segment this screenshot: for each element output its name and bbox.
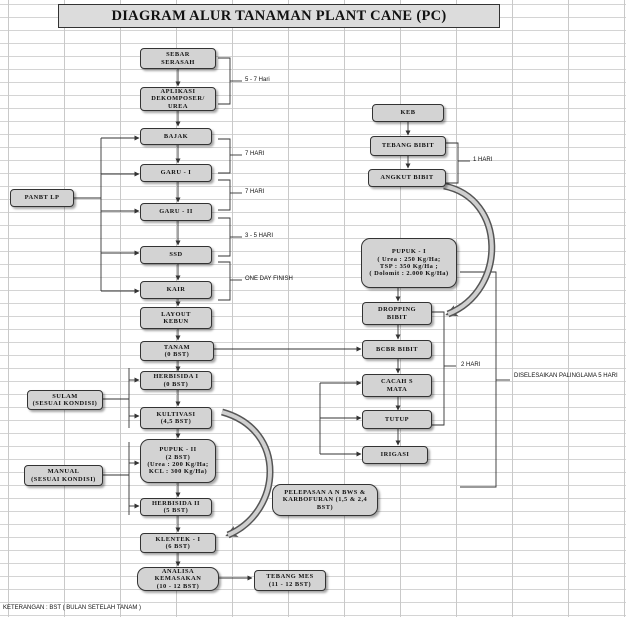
text-line: BIBIT — [386, 313, 408, 321]
text-line: TANAM — [163, 343, 191, 351]
text-line: KEB — [400, 109, 416, 117]
node-irigasi: IRIGASI — [362, 446, 428, 464]
text-line: KARBOFURAN (1,5 & 2,4 — [282, 496, 368, 504]
note-diselesaikan: DISELESAIKAN PALINGLAMA 5 HARI — [514, 373, 618, 380]
text-line: (0 BST) — [164, 351, 190, 358]
diagram-title: DIAGRAM ALUR TANAMAN PLANT CANE (PC) — [58, 4, 500, 28]
node-keb: KEB — [372, 104, 444, 122]
text-line: GARU - II — [159, 208, 193, 216]
text-line: (Urea : 200 Kg/Ha; — [147, 461, 209, 468]
node-angkut-bibit: ANGKUT BIBIT — [368, 169, 446, 187]
text-line: TEBANG BIBIT — [381, 142, 435, 150]
node-klentek-1: KLENTEK - I(6 BST) — [140, 533, 216, 553]
note-5-7-hari: 5 - 7 Hari — [245, 77, 270, 83]
text-line: TUTUP — [384, 415, 410, 423]
text-line: KLENTEK - I — [155, 535, 201, 543]
text-line: KCL : 300 Kg/Ha) — [148, 468, 208, 476]
text-line: ANALISA — [161, 567, 195, 575]
node-kair: KAIR — [140, 281, 212, 299]
text-line: PUPUK - I — [391, 248, 427, 256]
text-line: LAMA 5 HARI — [580, 373, 618, 379]
text-line: (0 BST) — [163, 380, 189, 388]
text-line: (5 BST) — [163, 507, 189, 514]
text-line: CACAH S — [380, 378, 414, 386]
text-line: DROPPING — [377, 306, 417, 314]
text-line: PELEPASAN A N BWS & — [284, 488, 366, 496]
node-herbisida-1: HERBISIDA I(0 BST) — [140, 371, 212, 390]
text-line: (4,5 BST) — [160, 418, 192, 425]
node-garu-2: GARU - II — [140, 203, 212, 221]
note-7-hari-b: 7 HARI — [245, 189, 265, 195]
text-line: GARU - I — [160, 169, 192, 177]
text-line: KAIR — [166, 286, 186, 294]
node-bajak: BAJAK — [140, 128, 212, 145]
text-line: DEKOMPOSER/ — [151, 95, 205, 103]
text-line: SSD — [169, 251, 183, 259]
text-line: MANUAL — [47, 468, 80, 476]
text-line: BCBR BIBIT — [375, 345, 419, 353]
text-line: ANGKUT BIBIT — [380, 174, 434, 182]
curved-arrow-kultivasi — [221, 408, 274, 539]
node-tebang-mes: TEBANG MES(11 - 12 BST) — [254, 570, 326, 591]
node-manual: MANUAL(SESUAI KONDISI) — [24, 465, 103, 486]
note-one-day-finish: ONE DAY FINISH — [245, 276, 293, 282]
text-line: ( Dolomit : 2.000 Kg/Ha) — [369, 270, 449, 278]
node-kultivasi: KULTIVASI(4,5 BST) — [140, 407, 212, 429]
text-line: (SESUAI KONDISI) — [32, 400, 98, 407]
text-line: SEBAR — [166, 51, 190, 59]
node-pupuk-1: PUPUK - I( Urea : 250 Kg/Ha;TSP : 350 Kg… — [361, 238, 457, 288]
text-line: IRIGASI — [380, 451, 410, 459]
text-line: HERBISIDA I — [153, 373, 199, 381]
text-line: SULAM — [52, 392, 78, 400]
note-2-hari: 2 HARI — [461, 362, 481, 368]
node-garu-1: GARU - I — [140, 164, 212, 182]
text-line: (2 BST) — [165, 453, 191, 461]
text-line: TEBANG MES — [266, 573, 314, 581]
text-line: (6 BST) — [165, 543, 191, 550]
text-line: MATA — [386, 385, 408, 393]
node-sulam: SULAM(SESUAI KONDISI) — [27, 390, 103, 410]
text-line: UREA — [167, 102, 189, 110]
text-line: ( Urea : 250 Kg/Ha; — [377, 255, 441, 263]
node-tebang-bibit: TEBANG BIBIT — [370, 136, 446, 156]
text-line: PUPUK - II — [159, 446, 197, 454]
text-line: HERBISIDA II — [151, 499, 201, 507]
note-1-hari: 1 HARI — [473, 157, 493, 163]
text-line: PANBT LP — [24, 194, 60, 202]
text-line: APLIKASI — [160, 87, 196, 95]
node-tutup: TUTUP — [362, 410, 432, 429]
node-pupuk-2: PUPUK - II(2 BST)(Urea : 200 Kg/Ha;KCL :… — [140, 439, 216, 483]
note-7-hari-a: 7 HARI — [245, 151, 265, 157]
node-panbt-lp: PANBT LP — [10, 189, 74, 207]
text-line: KULTIVASI — [156, 410, 196, 418]
text-line: SERASAH — [161, 58, 195, 66]
text-line: (11 - 12 BST) — [268, 580, 312, 588]
footer-keterangan: KETERANGAN : BST ( BULAN SETELAH TANAM ) — [3, 605, 142, 611]
text-line: KEBUN — [163, 318, 189, 325]
node-pelepasan: PELEPASAN A N BWS &KARBOFURAN (1,5 & 2,4… — [272, 484, 378, 516]
text-line: TSP : 350 Kg/Ha ; — [379, 263, 439, 270]
text-line: (SESUAI KONDISI) — [31, 475, 96, 483]
node-bcbr-bibit: BCBR BIBIT — [362, 340, 432, 359]
node-ssd: SSD — [140, 246, 212, 264]
text-line: BST) — [316, 503, 334, 511]
text-line: KEMASAKAN — [154, 575, 202, 583]
text-line: (10 - 12 BST) — [156, 582, 200, 590]
note-3-5-hari: 3 - 5 HARI — [245, 233, 274, 239]
text-line: BAJAK — [163, 132, 189, 140]
node-tanam: TANAM(0 BST) — [140, 341, 214, 361]
text-line: LAYOUT — [161, 310, 191, 318]
node-herbisida-2: HERBISIDA II(5 BST) — [140, 498, 212, 516]
text-line: DISELESAIKAN PALING — [514, 373, 581, 379]
